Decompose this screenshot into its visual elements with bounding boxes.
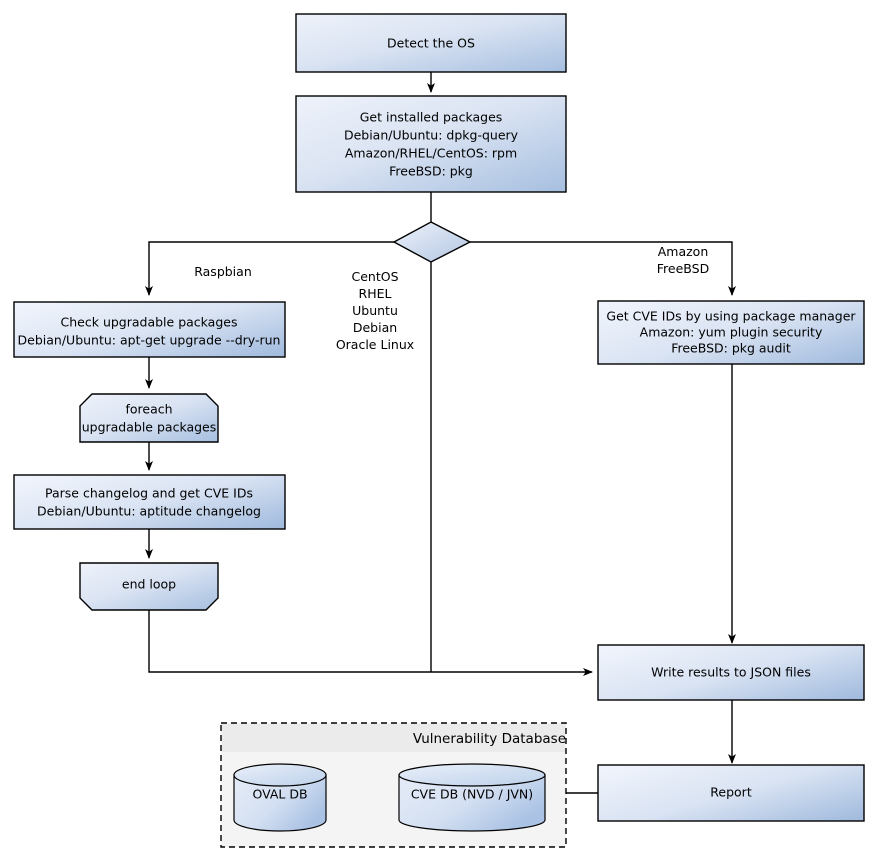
cve-db-body[interactable] xyxy=(398,774,546,832)
edge-label-middle-branch-3: Debian xyxy=(353,320,397,335)
parse-changelog-line-1: Debian/Ubuntu: aptitude changelog xyxy=(37,504,261,519)
node-get-installed-packages[interactable]: Get installed packages Debian/Ubuntu: dp… xyxy=(295,95,567,193)
write-results-label: Write results to JSON files xyxy=(651,665,811,680)
edge-label-left-branch-0: Raspbian xyxy=(194,264,252,279)
parse-changelog-box[interactable] xyxy=(13,474,286,530)
edge-label-middle-branch-4: Oracle Linux xyxy=(336,337,414,352)
get-cve-ids-line-0: Get CVE IDs by using package manager xyxy=(606,309,856,324)
get-installed-packages-line-3: FreeBSD: pkg xyxy=(389,164,473,179)
db-oval[interactable]: OVAL DB xyxy=(233,763,327,832)
edge-label-raspbian: Raspbian xyxy=(194,264,252,279)
oval-db-label: OVAL DB xyxy=(252,787,307,802)
check-upgradable-box[interactable] xyxy=(13,301,286,358)
node-end-loop[interactable]: end loop xyxy=(79,562,219,611)
oval-db-top xyxy=(233,763,327,787)
edge-label-middle-branch-2: Ubuntu xyxy=(352,303,398,318)
end-loop-label: end loop xyxy=(122,577,176,592)
group-vulnerability-database: Vulnerability Database OVAL DB CVE DB (N… xyxy=(220,722,567,848)
edge-label-right-branch-1: FreeBSD xyxy=(657,261,709,276)
node-parse-changelog[interactable]: Parse changelog and get CVE IDs Debian/U… xyxy=(13,474,286,530)
edge-label-right-branch: Amazon FreeBSD xyxy=(657,244,709,276)
edge-label-right-branch-0: Amazon xyxy=(658,244,709,259)
end-loop-shape[interactable] xyxy=(79,562,219,611)
check-upgradable-line-1: Debian/Ubuntu: apt-get upgrade --dry-run xyxy=(18,333,281,348)
get-cve-ids-line-2: FreeBSD: pkg audit xyxy=(671,341,791,356)
edge-label-middle-branch: CentOS RHEL Ubuntu Debian Oracle Linux xyxy=(336,269,414,352)
foreach-loop-line-0: foreach xyxy=(125,402,172,417)
edge-endloop-to-write xyxy=(148,610,593,676)
report-label: Report xyxy=(710,785,752,800)
node-detect-os[interactable]: Detect the OS xyxy=(295,13,567,73)
cve-db-label: CVE DB (NVD / JVN) xyxy=(411,787,533,802)
foreach-loop-shape[interactable] xyxy=(79,393,219,443)
get-installed-packages-box[interactable] xyxy=(295,95,567,193)
node-write-results[interactable]: Write results to JSON files xyxy=(597,644,865,701)
edge-label-middle-branch-0: CentOS xyxy=(351,269,398,284)
node-report[interactable]: Report xyxy=(597,764,865,822)
get-cve-ids-line-1: Amazon: yum plugin security xyxy=(640,325,823,340)
detect-os-label: Detect the OS xyxy=(387,36,475,51)
parse-changelog-line-0: Parse changelog and get CVE IDs xyxy=(45,486,253,501)
vulnerability-database-header xyxy=(222,724,565,752)
foreach-loop-line-1: upgradable packages xyxy=(82,420,217,435)
edge-decision-right xyxy=(470,241,736,296)
get-installed-packages-line-2: Amazon/RHEL/CentOS: rpm xyxy=(345,146,517,161)
write-results-box[interactable] xyxy=(597,644,865,701)
detect-os-box[interactable] xyxy=(295,13,567,73)
edge-label-middle-branch-1: RHEL xyxy=(359,286,392,301)
get-cve-ids-box[interactable] xyxy=(597,300,865,365)
node-get-cve-ids[interactable]: Get CVE IDs by using package manager Ama… xyxy=(597,300,865,365)
check-upgradable-line-0: Check upgradable packages xyxy=(61,315,238,330)
os-decision-diamond[interactable] xyxy=(392,221,472,263)
get-installed-packages-line-0: Get installed packages xyxy=(360,110,503,125)
vulnerability-database-title: Vulnerability Database xyxy=(413,731,566,747)
get-installed-packages-line-1: Debian/Ubuntu: dpkg-query xyxy=(344,128,519,143)
oval-db-body[interactable] xyxy=(233,774,327,832)
node-foreach-loop[interactable]: foreach upgradable packages xyxy=(79,393,219,443)
edge-decision-left xyxy=(145,241,395,296)
cve-db-top xyxy=(398,763,546,787)
db-cve[interactable]: CVE DB (NVD / JVN) xyxy=(398,763,546,832)
node-os-decision[interactable] xyxy=(392,221,472,263)
node-check-upgradable[interactable]: Check upgradable packages Debian/Ubuntu:… xyxy=(13,301,286,358)
report-box[interactable] xyxy=(597,764,865,822)
